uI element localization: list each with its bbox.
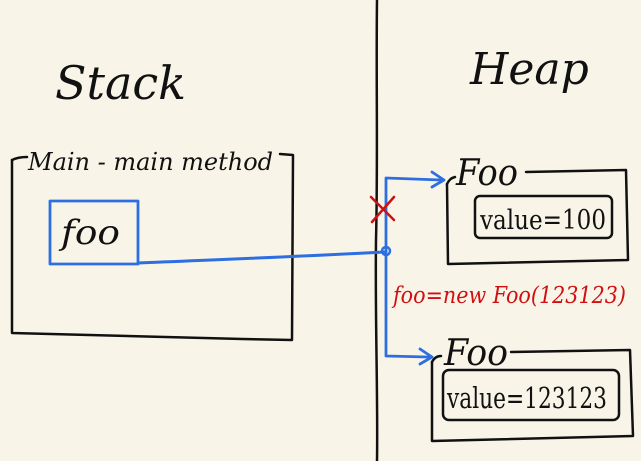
old-reference-line [384, 176, 443, 253]
new-foo-assignment-text: foo=new Foo(123123) [391, 283, 626, 309]
new-reference-arrowhead [418, 347, 434, 366]
old-foo-object-label: Foo [455, 153, 518, 194]
new-value-box [441, 368, 621, 422]
invalid-reference-x-icon [369, 195, 396, 224]
new-foo-object-outer-box [430, 348, 635, 443]
stack-title: Stack [55, 56, 186, 110]
stack-frame-label: Main - main method [27, 148, 273, 176]
old-value-box [473, 194, 614, 240]
new-foo-object-top-left-stroke [430, 354, 443, 364]
old-foo-object-top-left-stroke [445, 175, 457, 186]
old-value-label: value=100 [479, 205, 606, 236]
new-foo-object-label: Foo [443, 333, 508, 374]
stack-frame-box-left-top [10, 155, 29, 162]
foo-variable-box [48, 199, 140, 266]
new-value-label: value=123123 [446, 381, 607, 415]
stack-frame-box [10, 152, 295, 342]
old-reference-arrowhead [430, 170, 446, 189]
foo-reference-line [136, 250, 386, 265]
heap-title: Heap [469, 44, 589, 95]
foo-variable-label: foo [58, 213, 120, 253]
new-reference-line [384, 249, 430, 359]
old-foo-object-outer-box [445, 168, 630, 266]
stack-heap-divider [374, 0, 379, 461]
